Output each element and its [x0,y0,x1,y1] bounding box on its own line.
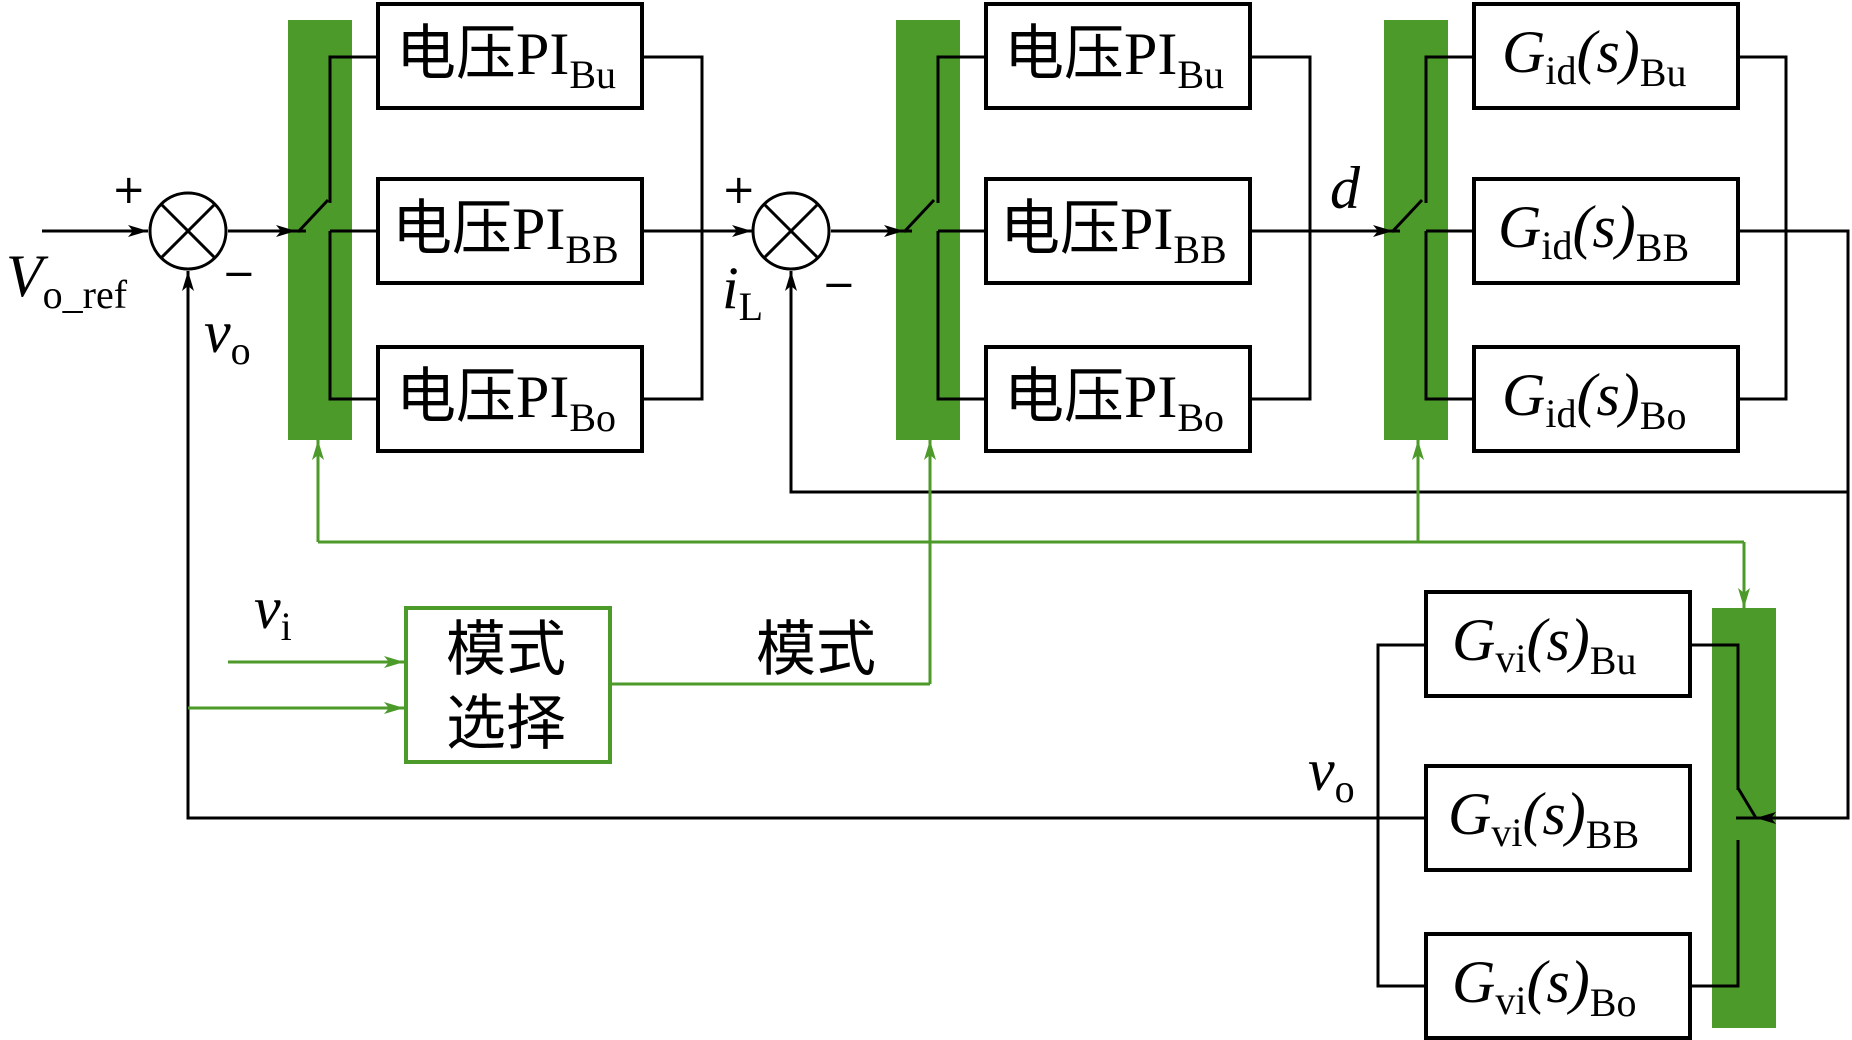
mode-signal-label: 模式 [756,617,876,683]
il-to-switch4-wire [1738,229,1850,824]
vi-sub: i [281,604,292,649]
svg-text:Gid(s)Bo: Gid(s)Bo [1502,362,1686,438]
switch-4 [1690,643,1758,988]
gid-bu-bo-merge [1738,55,1788,401]
vref-label: Vo_ref [6,243,128,317]
g-sub: id [1545,391,1576,436]
summing-junction-2 [751,191,831,271]
svg-text:电压PIBB: 电压PIBB [392,196,619,272]
plus-sign-2: + [722,167,756,213]
minus-sign-1: − [222,251,256,297]
g-mode: Bu [1640,50,1687,95]
g-s: (s) [1526,949,1589,1015]
mode-select-block: 模式 选择 [404,606,612,764]
g-mode: BB [1636,225,1689,270]
svg-text:电压PIBB: 电压PIBB [1000,196,1227,272]
gvi-bo-block: Gvi(s)Bo [1424,932,1692,1040]
svg-text:Gvi(s)BB: Gvi(s)BB [1448,781,1639,857]
g-symbol: G [1502,19,1545,85]
svg-text:电压PIBu: 电压PIBu [1004,21,1224,97]
voltage-pi-label: 电压PI [396,21,569,87]
svg-text:电压PIBo: 电压PIBo [1004,364,1224,440]
g-s: (s) [1572,194,1635,260]
current-pi-bb-block: 电压PIBB [984,177,1252,285]
current-pi-bu-block: 电压PIBu [984,2,1252,110]
switch-3 [1390,55,1474,401]
mode-select-line2: 选择 [446,691,566,757]
switch-1 [296,55,378,401]
vo-feedback-wire [182,271,1378,820]
il-symbol: i [722,255,739,321]
svg-text:Gid(s)BB: Gid(s)BB [1498,194,1689,270]
vref-sub: o_ref [43,272,128,317]
g-mode: Bu [1590,638,1637,683]
g-mode: Bo [1590,980,1637,1025]
il-label: iL [722,255,763,329]
g-symbol: G [1448,781,1491,847]
vi-symbol: v [254,575,281,641]
vo-sub: o [231,328,251,373]
voltage-pi-label: 电压PI [396,364,569,430]
mode-select-line1: 模式 [446,617,566,683]
g-sub: vi [1491,810,1522,855]
voltage-pi-bo-block: 电压PIBo [376,345,644,453]
g-s: (s) [1522,781,1585,847]
g-symbol: G [1452,607,1495,673]
voltage-pi-label: 电压PI [1000,196,1173,262]
gid-bu-block: Gid(s)Bu [1472,2,1740,110]
merge-1-wire [642,55,704,401]
gvi-bb-block: Gvi(s)BB [1424,764,1692,872]
g-symbol: G [1502,362,1545,428]
svg-text:电压PIBu: 电压PIBu [396,21,616,97]
svg-text:电压PIBo: 电压PIBo [396,364,616,440]
vo-symbol: v [1308,737,1335,803]
vo-sub: o [1335,766,1355,811]
gid-bo-block: Gid(s)Bo [1472,345,1740,453]
g-s: (s) [1576,19,1639,85]
vo-label-1: vo [204,299,251,373]
minus-sign-2: − [822,262,856,308]
current-pi-bo-block: 电压PIBo [984,345,1252,453]
vo-label-2: vo [1308,737,1355,811]
gvi-bu-block: Gvi(s)Bu [1424,590,1692,698]
voltage-pi-bb-block: 电压PIBB [376,177,644,285]
g-sub: vi [1495,636,1526,681]
voltage-pi-label: 电压PI [1004,21,1177,87]
il-feedback-wire [785,271,1848,494]
duty-label: d [1330,155,1361,221]
g-mode: Bo [1640,393,1687,438]
voltage-pi-label: 电压PI [392,196,565,262]
merge-2-wire [1250,55,1312,401]
vref-symbol: V [6,243,49,309]
voltage-pi-sub: Bu [569,52,616,97]
switch-2 [902,55,986,401]
g-s: (s) [1576,362,1639,428]
voltage-pi-sub: Bu [1177,52,1224,97]
voltage-pi-sub: BB [565,227,618,272]
g-s: (s) [1526,607,1589,673]
g-mode: BB [1586,812,1639,857]
voltage-pi-sub: Bo [569,395,616,440]
g-sub: vi [1495,978,1526,1023]
svg-text:Gvi(s)Bo: Gvi(s)Bo [1452,949,1636,1025]
svg-text:Gid(s)Bu: Gid(s)Bu [1502,19,1686,95]
voltage-pi-sub: BB [1173,227,1226,272]
summing-junction-1 [148,191,228,271]
voltage-pi-sub: Bo [1177,395,1224,440]
g-sub: id [1545,48,1576,93]
gvi-merge-wire [1376,643,1426,988]
g-sub: id [1541,223,1572,268]
gid-bb-block: Gid(s)BB [1472,177,1740,285]
g-symbol: G [1452,949,1495,1015]
vo-symbol: v [204,299,231,365]
vi-label: vi [254,575,292,649]
g-symbol: G [1498,194,1541,260]
voltage-pi-bu-block: 电压PIBu [376,2,644,110]
voltage-pi-label: 电压PI [1004,364,1177,430]
plus-sign-1: + [112,167,146,213]
svg-text:Gvi(s)Bu: Gvi(s)Bu [1452,607,1636,683]
il-sub: L [739,284,763,329]
